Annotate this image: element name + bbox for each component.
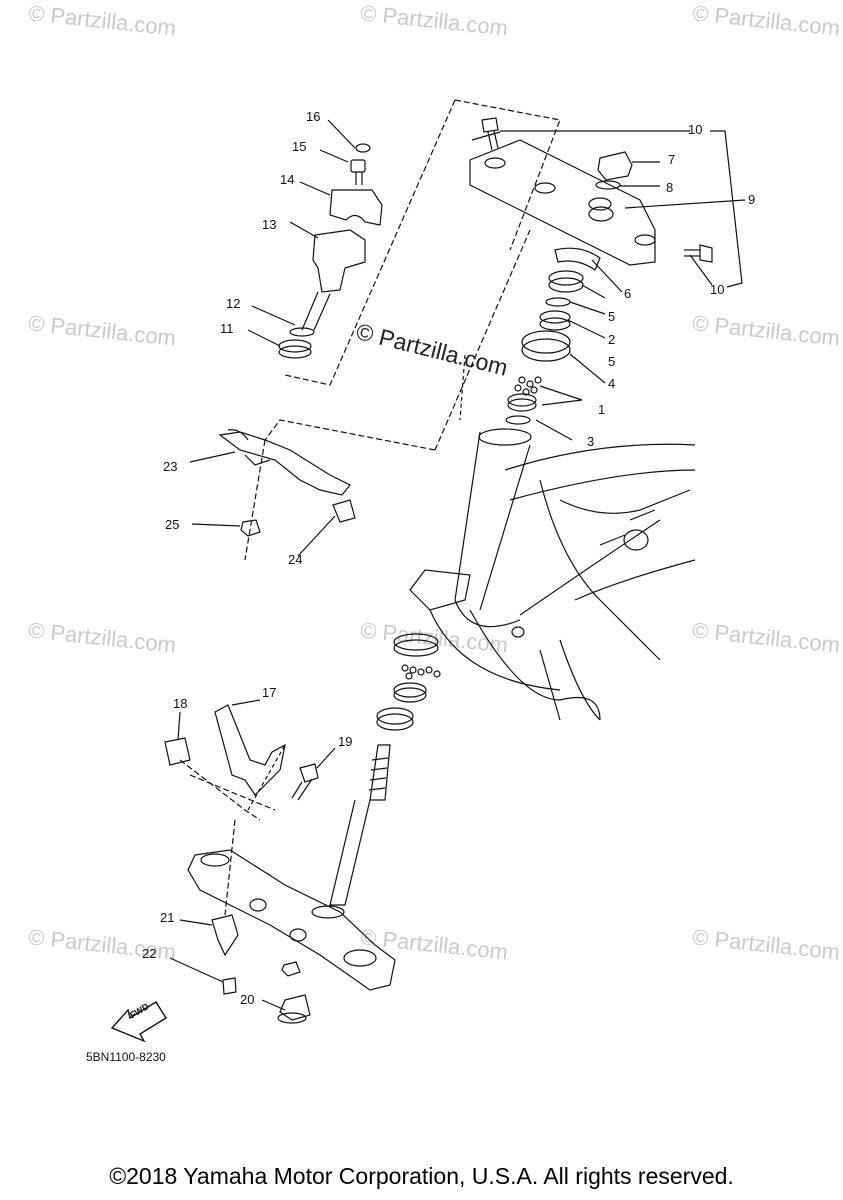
callout-8: 8 <box>666 180 674 195</box>
callout-21: 21 <box>160 910 175 925</box>
frame-head-pipe <box>409 428 696 721</box>
callout-14: 14 <box>280 172 295 187</box>
callout-10-bottom: 10 <box>710 282 725 297</box>
diagram-code: 5BN1100-8230 <box>86 1050 166 1064</box>
copyright-notice: ©2018 Yamaha Motor Corporation, U.S.A. A… <box>109 1163 734 1189</box>
callout-12: 12 <box>226 296 241 311</box>
callout-16: 16 <box>306 109 321 124</box>
callout-13: 13 <box>262 217 277 232</box>
callout-25: 25 <box>165 517 180 532</box>
callout-24: 24 <box>288 552 303 567</box>
callout-23: 23 <box>163 459 178 474</box>
callout-1: 1 <box>598 402 606 417</box>
callout-6: 6 <box>624 286 632 301</box>
callout-2: 2 <box>608 332 616 347</box>
callout-11: 11 <box>220 321 234 336</box>
callout-5-upper: 5 <box>608 309 616 324</box>
callout-15: 15 <box>292 139 307 154</box>
callout-3: 3 <box>587 434 595 449</box>
callout-10-top: 10 <box>688 122 703 137</box>
callout-20: 20 <box>240 992 255 1007</box>
callout-17: 17 <box>262 685 277 700</box>
callout-22: 22 <box>142 946 157 961</box>
callout-4: 4 <box>608 376 616 391</box>
callout-18: 18 <box>173 696 188 711</box>
callout-5-lower: 5 <box>608 354 616 369</box>
callout-7: 7 <box>668 152 676 167</box>
callout-9: 9 <box>748 192 756 207</box>
callout-19: 19 <box>338 734 353 749</box>
